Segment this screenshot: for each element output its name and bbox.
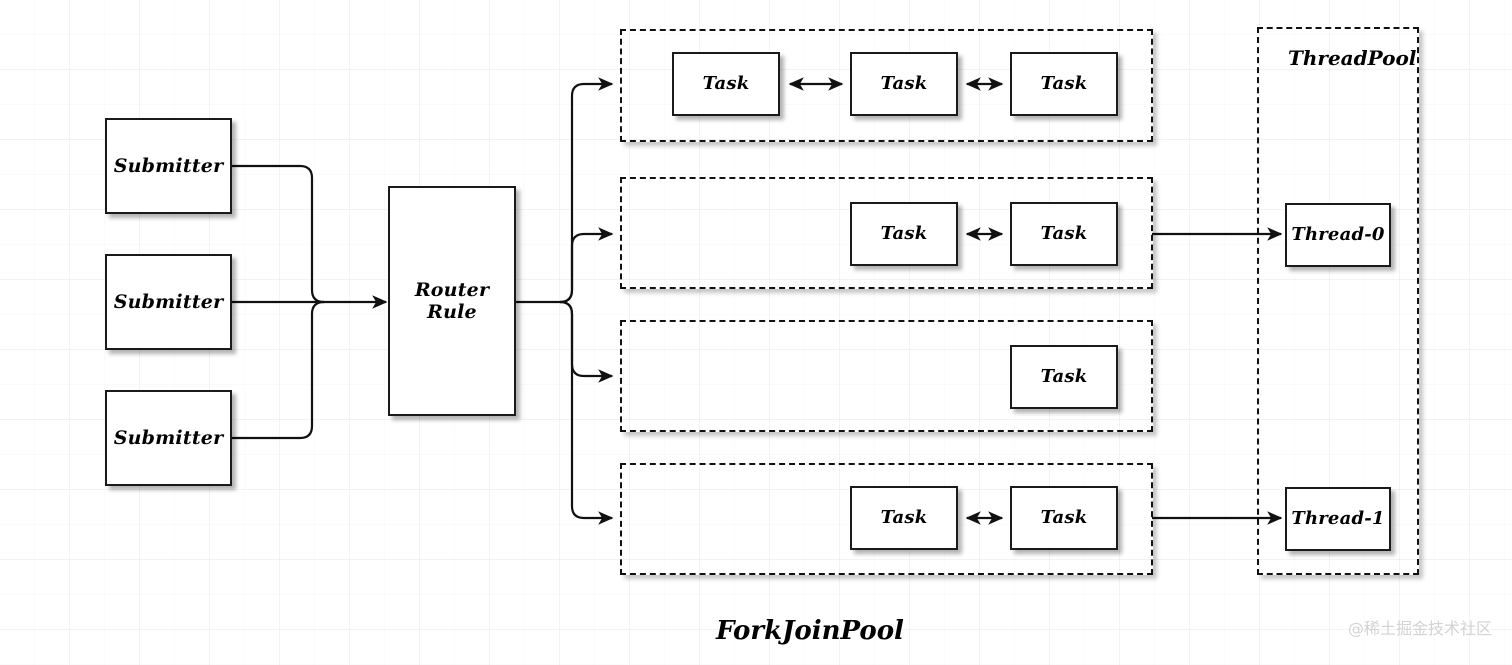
task-label-q1-2: Task [880,73,928,95]
task-label-q4-2: Task [1040,507,1088,529]
task-label-q1-1: Task [702,73,750,95]
router-rule-label: Router Rule [414,278,490,323]
submitter-box-1[interactable]: Submitter [105,118,232,214]
thread-label-1: Thread-1 [1291,508,1385,530]
work-queue-3[interactable] [620,320,1153,432]
wire-router-to-queue-2 [559,227,614,304]
task-label-q3-1: Task [1040,366,1088,388]
wire-submitter-3 [232,300,325,440]
task-box-q1-1[interactable]: Task [672,52,780,116]
work-queue-4[interactable] [620,463,1153,575]
submitter-label-2: Submitter [113,290,224,313]
task-box-q1-2[interactable]: Task [850,52,958,116]
thread-label-0: Thread-0 [1291,224,1385,246]
task-box-q2-2[interactable]: Task [1010,202,1118,266]
wire-router-to-queue-1 [559,77,614,304]
task-label-q2-1: Task [880,223,928,245]
submitter-label-1: Submitter [113,154,224,177]
thread-box-0[interactable]: Thread-0 [1285,203,1391,267]
threadpool-label: ThreadPool [1288,46,1417,70]
diagram-title: ForkJoinPool [716,616,904,646]
submitter-label-3: Submitter [113,426,224,449]
task-box-q4-1[interactable]: Task [850,486,958,550]
submitter-box-2[interactable]: Submitter [105,254,232,350]
submitter-box-3[interactable]: Submitter [105,390,232,486]
task-box-q2-1[interactable]: Task [850,202,958,266]
task-label-q1-3: Task [1040,73,1088,95]
task-label-q2-2: Task [1040,223,1088,245]
thread-box-1[interactable]: Thread-1 [1285,487,1391,551]
task-label-q4-1: Task [880,507,928,529]
router-rule-box[interactable]: Router Rule [388,186,516,416]
task-box-q1-3[interactable]: Task [1010,52,1118,116]
work-queue-2[interactable] [620,177,1153,289]
work-queue-1[interactable] [620,29,1153,142]
wire-router-to-queue-3 [559,300,614,383]
wire-router-to-queue-4 [559,300,614,525]
task-box-q3-1[interactable]: Task [1010,345,1118,409]
task-box-q4-2[interactable]: Task [1010,486,1118,550]
wire-submitter-1 [232,164,325,304]
watermark: @稀土掘金技术社区 [1348,619,1493,638]
threadpool-container[interactable] [1257,27,1419,575]
